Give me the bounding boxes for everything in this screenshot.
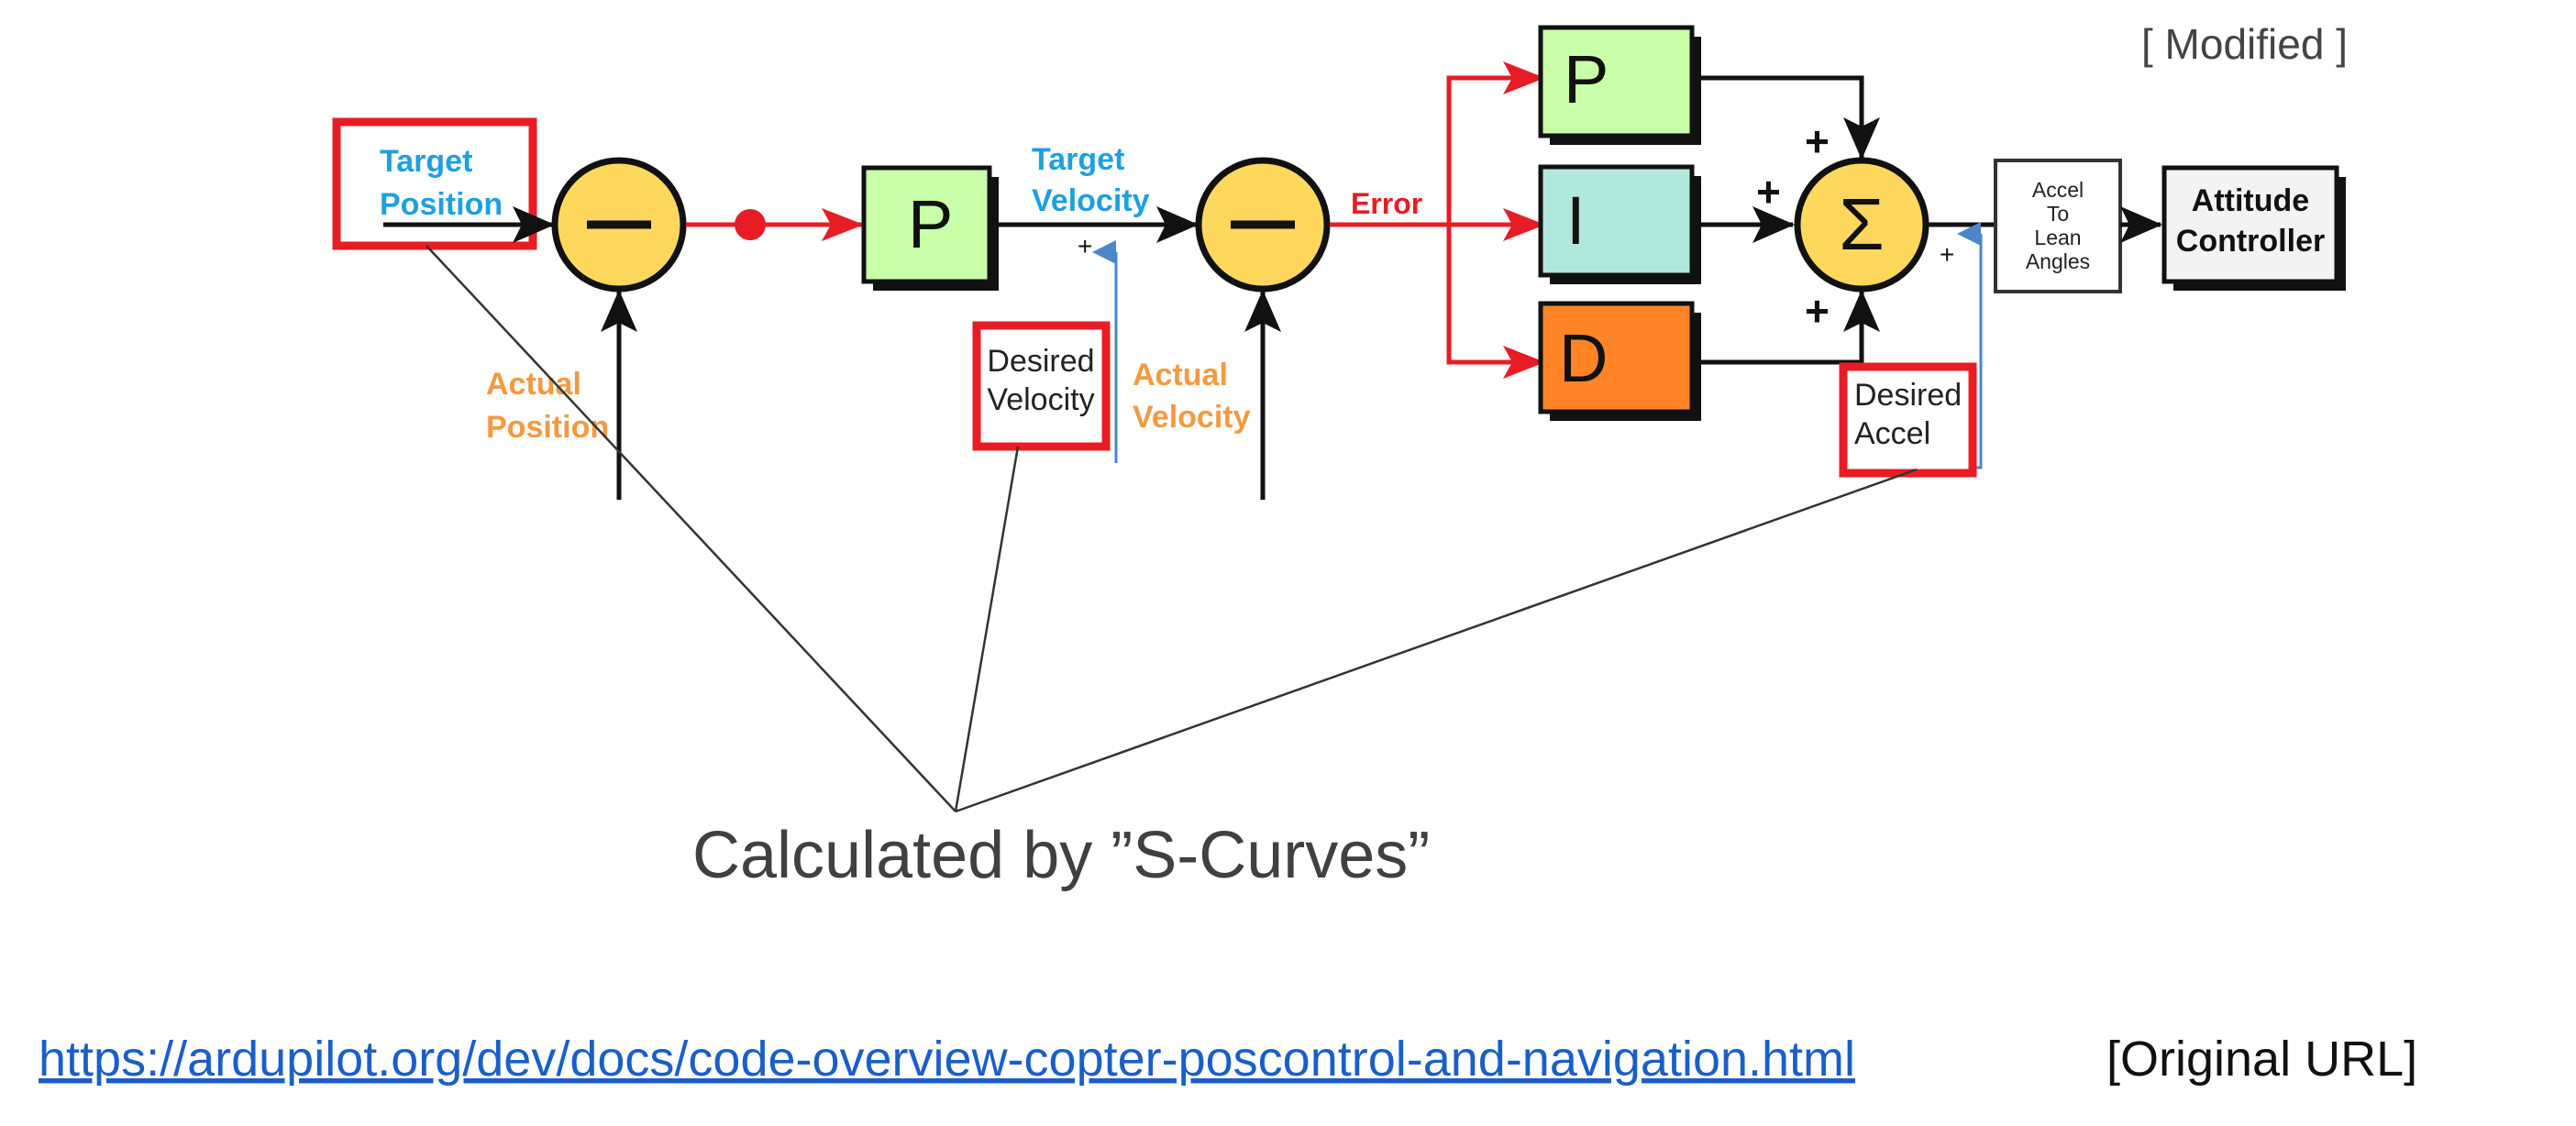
desired-velocity-label-line1: Desired [987,344,1094,379]
accel-to-lean-line4: Angles [2026,249,2090,273]
source-url-note: [Original URL] [2106,1032,2417,1087]
accel-to-lean-line3: Lean [2034,226,2081,249]
target-position-label-line2: Position [380,187,503,222]
pid-p-label: P [1564,41,1609,117]
desired-accel-label-line1: Desired [1854,378,1962,413]
actual-velocity-label-line1: Actual [1133,358,1228,392]
position-p-block [861,165,992,284]
p-output-line [1701,75,1880,160]
sum-plus-top: + [1805,117,1830,165]
pid-p-block [1538,25,1695,138]
accel-to-lean-line2: To [2047,202,2069,226]
attitude-controller-line1: Attitude [2192,183,2309,218]
actual-position-label-line2: Position [486,410,609,445]
accel-to-lean-line1: Accel [2032,178,2084,202]
actual-velocity-label-line2: Velocity [1133,400,1251,435]
pid-i-block [1538,164,1695,278]
accel-feedforward-plus: + [1940,240,1954,269]
pid-i-label: I [1566,182,1586,259]
velocity-feedforward-plus: + [1078,232,1092,260]
sum-plus-bottom: + [1805,287,1830,335]
desired-velocity-label-line2: Velocity [987,382,1094,417]
pointer-to-desired-velocity [954,446,1020,812]
modified-note: [ Modified ] [2141,20,2348,68]
error-to-d-line [1446,225,1545,379]
target-velocity-label-line2: Velocity [1032,183,1150,218]
position-error-dot [735,209,766,240]
d-output-line [1701,290,1880,365]
desired-velocity-box [972,321,1111,451]
target-position-box [332,117,537,250]
target-velocity-label-line1: Target [1032,142,1124,177]
pid-d-block [1538,301,1695,414]
target-position-label-line1: Target [380,144,472,179]
sum-plus-left: + [1756,168,1781,215]
error-label: Error [1351,187,1422,220]
error-to-p-line [1446,61,1545,225]
s-curves-caption: Calculated by ”S-Curves” [692,819,1430,892]
pointer-to-target-position [426,245,956,812]
pid-d-label: D [1559,320,1608,396]
position-p-label: P [908,186,953,262]
sigma-symbol: Σ [1839,183,1884,265]
source-url-link[interactable]: https://ardupilot.org/dev/docs/code-over… [39,1032,1855,1087]
attitude-controller-line2: Controller [2176,224,2325,259]
attitude-controller-box [2161,165,2339,284]
pointer-to-desired-accel [955,468,1918,813]
desired-accel-label-line2: Accel [1854,416,1930,451]
